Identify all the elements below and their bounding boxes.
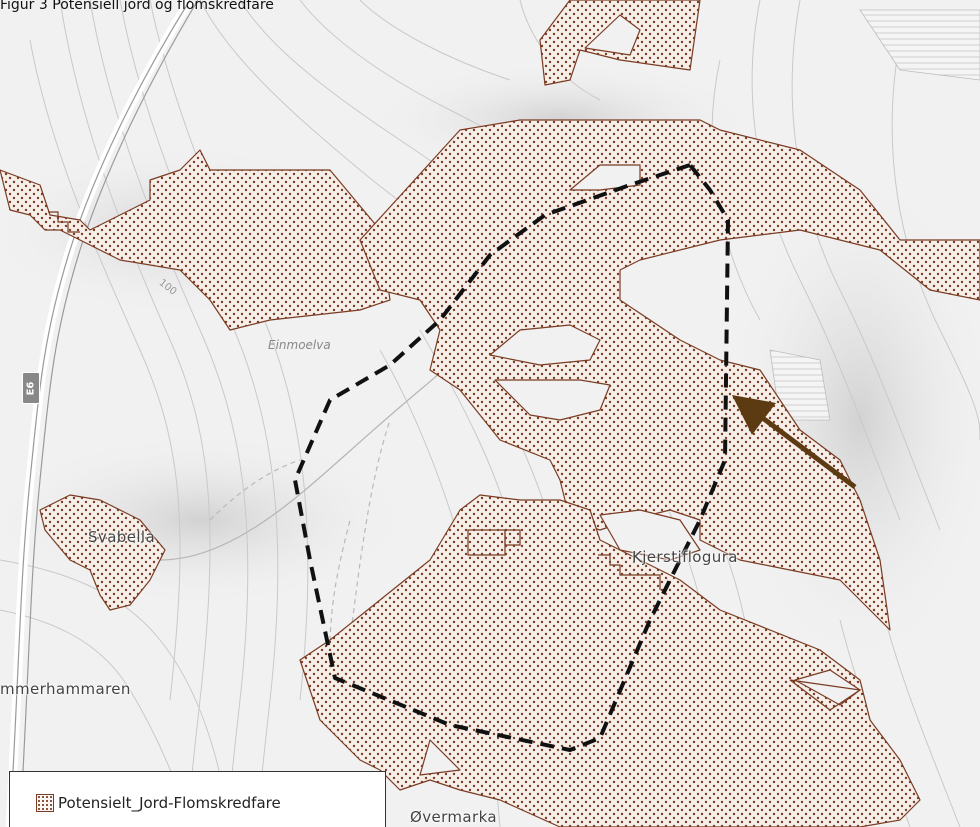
river-label: Einmoelva	[268, 338, 331, 352]
road-shield-e6: E6	[22, 372, 40, 404]
map-legend: Potensielt_Jord-Flomskredfare	[9, 771, 386, 827]
place-kjerstiflogura[interactable]: Kjerstiflogura	[632, 548, 738, 566]
catchment-boundary	[293, 163, 730, 752]
dotted-pattern-swatch-icon	[36, 794, 54, 812]
place-svabella[interactable]: Svabella	[88, 528, 156, 546]
road-e6	[5, 0, 199, 827]
place-overmarka[interactable]: Øvermarka	[410, 808, 498, 826]
hazard-small-shapes	[48, 211, 862, 711]
arrow-pointer-icon	[731, 395, 857, 490]
figure-caption: Figur 3 Potensiell jord og flomskredfare	[0, 0, 274, 13]
legend-label: Potensielt_Jord-Flomskredfare	[58, 794, 281, 812]
tracks	[209, 419, 391, 651]
hatched-areas	[769, 9, 980, 421]
legend-item-hazard[interactable]: Potensielt_Jord-Flomskredfare	[36, 794, 281, 812]
place-sommerhammaren[interactable]: mmerhammaren	[0, 680, 131, 698]
